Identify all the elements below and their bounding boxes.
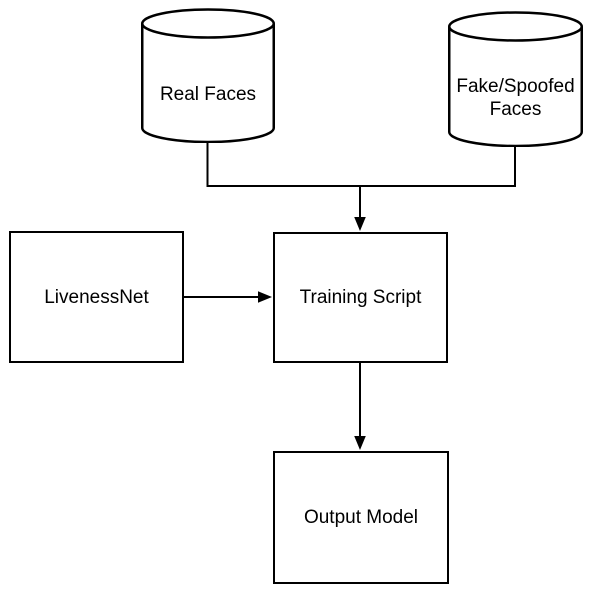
node-output-model: Output Model — [273, 451, 449, 584]
node-livenessnet: LivenessNet — [9, 231, 184, 363]
node-real-faces: Real Faces — [141, 8, 275, 143]
node-label-real-faces: Real Faces — [159, 84, 257, 105]
node-fake-spoofed-faces: Fake/Spoofed Faces — [448, 11, 583, 147]
node-label-livenessnet: LivenessNet — [44, 286, 149, 308]
node-label-output-model: Output Model — [303, 507, 419, 528]
cylinder-shape-fake-spoofed-faces — [448, 11, 583, 147]
node-label-fake-spoofed-faces: Fake/Spoofed Faces — [456, 76, 575, 120]
arrowhead-into-training — [354, 217, 366, 231]
arrowhead-into-training-left — [258, 291, 272, 303]
arrowhead-into-output — [354, 436, 366, 450]
cylinder-shape-real-faces — [141, 8, 275, 143]
node-label-training-script: Training Script — [299, 287, 422, 308]
node-training-script: Training Script — [273, 232, 448, 363]
